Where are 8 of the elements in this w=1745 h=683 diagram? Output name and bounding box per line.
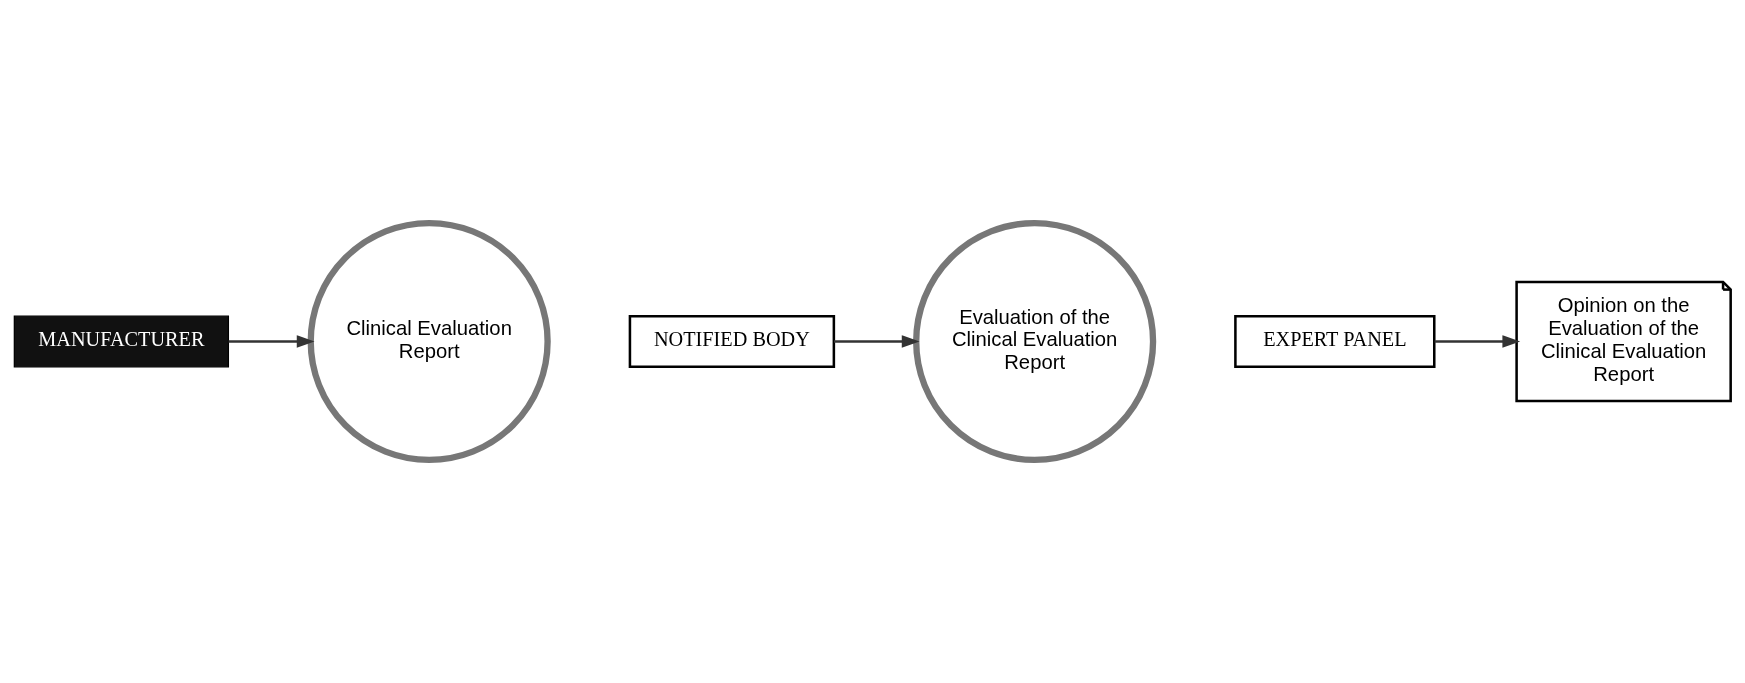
arrow	[833, 335, 920, 348]
node-box: EXPERT PANEL	[1234, 314, 1436, 369]
arrow	[228, 335, 315, 348]
node-box: MANUFACTURER	[13, 315, 230, 368]
node-circle: Evaluation of the Clinical Evaluation Report	[913, 219, 1157, 464]
node-circle: Clinical Evaluation Report	[307, 219, 551, 464]
arrow	[1434, 335, 1521, 348]
node-box: NOTIFIED BODY	[628, 314, 836, 369]
